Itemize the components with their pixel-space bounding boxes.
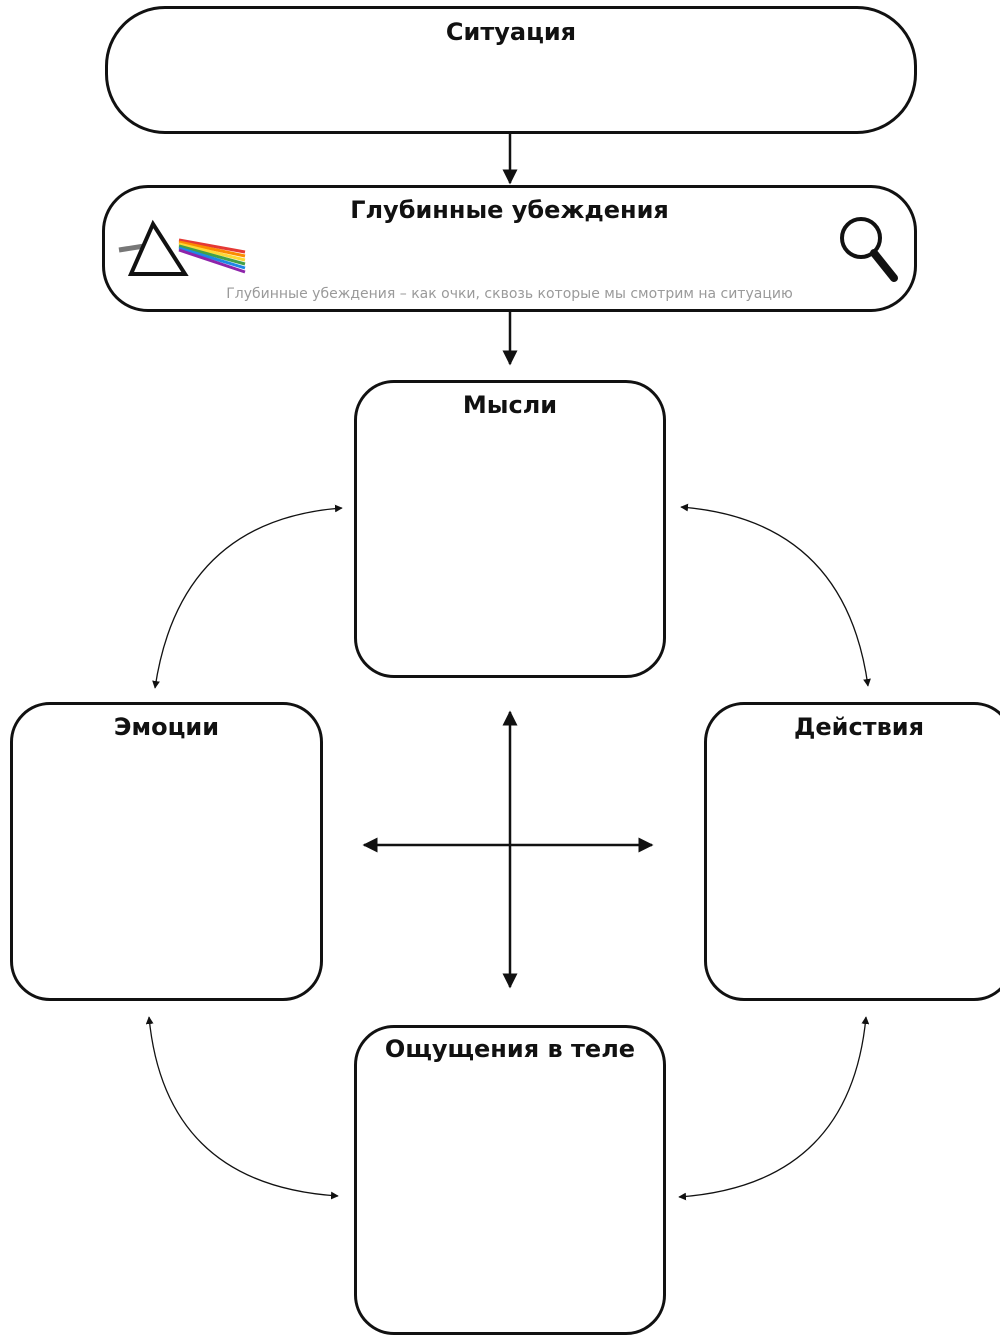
beliefs-subtitle: Глубинные убеждения – как очки, сквозь к… — [226, 286, 793, 302]
body-sensations-box: Ощущения в теле — [354, 1025, 666, 1335]
thoughts-title: Мысли — [462, 391, 558, 419]
situation-box: Ситуация — [105, 6, 917, 134]
actions-box: Действия — [704, 702, 1000, 1001]
emotions-title: Эмоции — [113, 713, 220, 741]
curve-emotions-body — [145, 1016, 339, 1200]
situation-title: Ситуация — [445, 18, 577, 46]
thoughts-box: Мысли — [354, 380, 666, 678]
emotions-box: Эмоции — [10, 702, 323, 1001]
beliefs-title: Глубинные убеждения — [350, 196, 669, 224]
prism-rainbow-icon — [118, 219, 246, 276]
magnifying-glass-icon — [840, 217, 898, 282]
curve-actions-body — [678, 1016, 870, 1201]
curve-thoughts-emotions — [152, 504, 343, 689]
actions-title: Действия — [793, 713, 925, 741]
curve-thoughts-actions — [680, 503, 871, 687]
body-sensations-title: Ощущения в теле — [384, 1035, 636, 1063]
beliefs-box: Глубинные убеждения Глубинные убеждения … — [102, 185, 917, 312]
